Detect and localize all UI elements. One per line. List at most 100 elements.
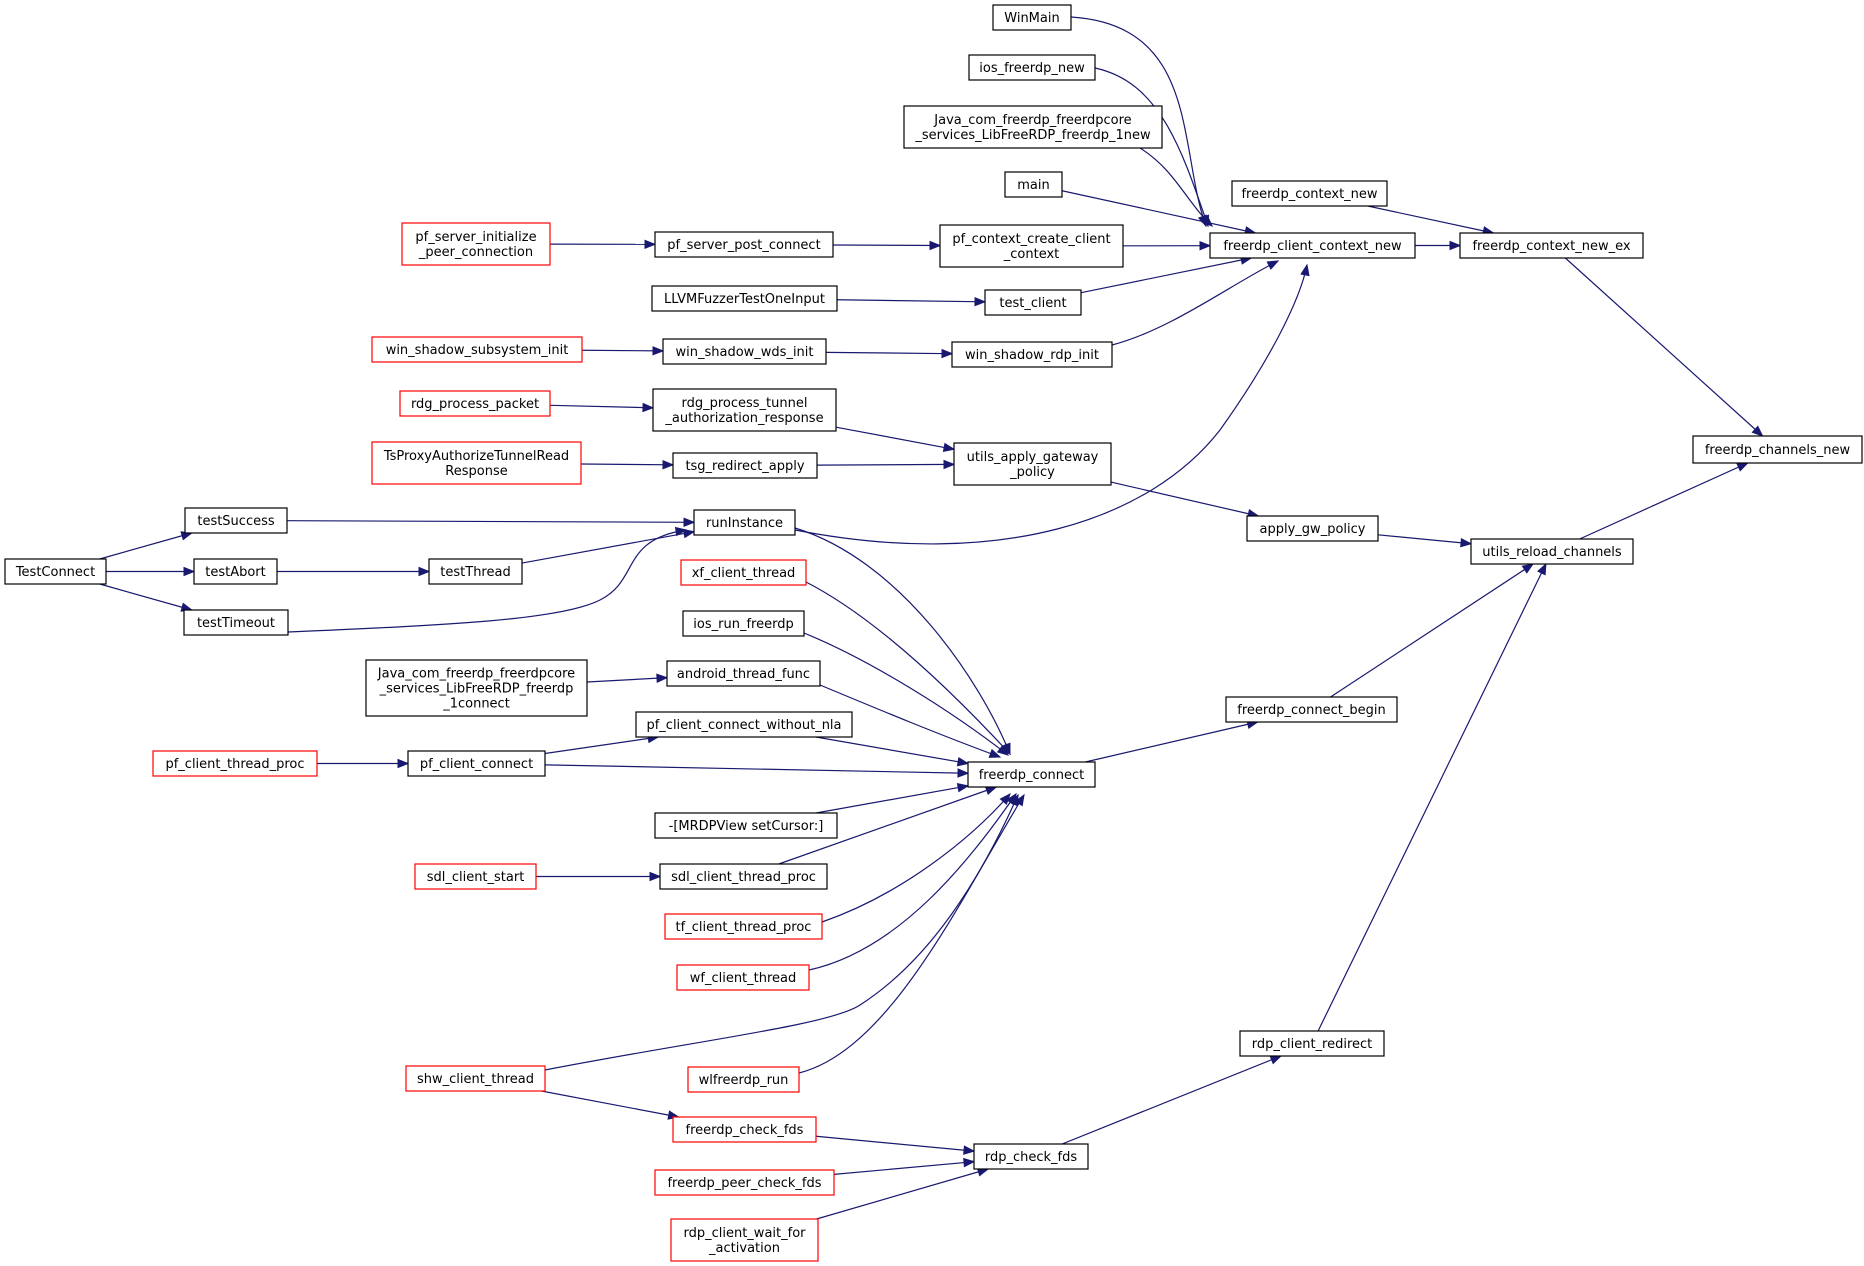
node-wf-client-thread[interactable]: wf_client_thread [676,964,810,991]
node-box[interactable] [1004,171,1063,198]
node-rdg-process-packet[interactable]: rdg_process_packet [399,390,551,417]
node-winmain[interactable]: WinMain [992,4,1072,31]
node-box[interactable] [968,54,1096,81]
node-box[interactable] [672,452,818,479]
node-tsg-redirect-apply[interactable]: tsg_redirect_apply [672,452,818,479]
node-pf-client-connect[interactable]: pf_client_connect [407,750,546,777]
node-box[interactable] [1239,1030,1385,1057]
node-freerdp-connect[interactable]: freerdp_connect [967,761,1096,788]
node-box[interactable] [371,441,582,485]
node-apply-gw-policy[interactable]: apply_gw_policy [1246,515,1379,542]
node-context-new-ex[interactable]: freerdp_context_new_ex [1459,232,1644,259]
node-box[interactable] [992,4,1072,31]
node-win-shadow-subsystem-init[interactable]: win_shadow_subsystem_init [371,336,583,363]
node-box[interactable] [676,964,810,991]
node-pf-server-init[interactable]: pf_server_initialize_peer_connection [401,222,551,266]
node-testthread[interactable]: testThread [428,558,523,585]
node-channels-new[interactable]: freerdp_channels_new [1692,435,1863,464]
node-box[interactable] [654,812,838,839]
node-gateway-policy[interactable]: utils_apply_gateway_policy [953,442,1112,486]
node-runinstance[interactable]: runInstance [693,509,796,536]
node-box[interactable] [365,659,588,717]
node-xf-client-thread[interactable]: xf_client_thread [680,559,807,586]
node-box[interactable] [371,336,583,363]
node-box[interactable] [659,863,828,890]
node-box[interactable] [428,558,523,585]
node-box[interactable] [953,442,1112,486]
node-testsuccess[interactable]: testSuccess [184,507,288,534]
node-box[interactable] [193,558,278,585]
node-box[interactable] [1470,538,1634,565]
node-box[interactable] [1231,180,1388,207]
node-testconnect[interactable]: TestConnect [4,558,107,585]
node-box[interactable] [984,289,1082,316]
node-box[interactable] [183,609,289,636]
node-box[interactable] [399,390,551,417]
node-box[interactable] [651,285,838,312]
node-pf-context-create[interactable]: pf_context_create_client_context [939,224,1124,268]
node-main[interactable]: main [1004,171,1063,198]
node-ios-run-freerdp[interactable]: ios_run_freerdp [682,610,805,637]
node-box[interactable] [1225,696,1398,723]
node-context-new[interactable]: freerdp_context_new [1231,180,1388,207]
node-box[interactable] [666,660,821,687]
node-rdp-client-redirect[interactable]: rdp_client_redirect [1239,1030,1385,1057]
node-peer-check-fds[interactable]: freerdp_peer_check_fds [654,1169,835,1196]
node-box[interactable] [405,1065,546,1092]
node-box[interactable] [414,863,537,890]
node-win-shadow-rdp-init[interactable]: win_shadow_rdp_init [951,341,1113,368]
node-sdl-client-thread-proc[interactable]: sdl_client_thread_proc [659,863,828,890]
node-ios-freerdp-new[interactable]: ios_freerdp_new [968,54,1096,81]
node-box[interactable] [635,711,853,738]
node-box[interactable] [903,105,1163,149]
node-java-new[interactable]: Java_com_freerdp_freerdpcore_services_Li… [903,105,1163,149]
node-sdl-client-start[interactable]: sdl_client_start [414,863,537,890]
node-mrdpview[interactable]: -[MRDPView setCursor:] [654,812,838,839]
node-box[interactable] [973,1143,1089,1170]
node-tf-client-thread-proc[interactable]: tf_client_thread_proc [664,913,823,940]
node-pf-connect-without-nla[interactable]: pf_client_connect_without_nla [635,711,853,738]
node-client-context-new[interactable]: freerdp_client_context_new [1209,232,1416,259]
node-llvm-fuzzer[interactable]: LLVMFuzzerTestOneInput [651,285,838,312]
node-testtimeout[interactable]: testTimeout [183,609,289,636]
node-android-thread-func[interactable]: android_thread_func [666,660,821,687]
node-box[interactable] [939,224,1124,268]
node-box[interactable] [672,1116,817,1143]
node-box[interactable] [662,338,827,365]
node-wait-for-activation[interactable]: rdp_client_wait_for_activation [670,1218,819,1262]
node-box[interactable] [184,507,288,534]
node-box[interactable] [654,1169,835,1196]
node-box[interactable] [1459,232,1644,259]
node-pf-server-post-connect[interactable]: pf_server_post_connect [654,231,834,258]
node-box[interactable] [967,761,1096,788]
node-reload-channels[interactable]: utils_reload_channels [1470,538,1634,565]
node-box[interactable] [4,558,107,585]
node-win-shadow-wds-init[interactable]: win_shadow_wds_init [662,338,827,365]
node-box[interactable] [401,222,551,266]
node-box[interactable] [682,610,805,637]
node-box[interactable] [1692,435,1863,464]
node-box[interactable] [670,1218,819,1262]
node-box[interactable] [951,341,1113,368]
node-box[interactable] [152,750,318,777]
node-testabort[interactable]: testAbort [193,558,278,585]
node-freerdp-check-fds[interactable]: freerdp_check_fds [672,1116,817,1143]
node-connect-begin[interactable]: freerdp_connect_begin [1225,696,1398,723]
node-box[interactable] [687,1066,800,1093]
node-java-connect[interactable]: Java_com_freerdp_freerdpcore_services_Li… [365,659,588,717]
node-box[interactable] [407,750,546,777]
node-pf-client-thread-proc[interactable]: pf_client_thread_proc [152,750,318,777]
node-test-client[interactable]: test_client [984,289,1082,316]
node-box[interactable] [1246,515,1379,542]
node-shw-client-thread[interactable]: shw_client_thread [405,1065,546,1092]
node-box[interactable] [1209,232,1416,259]
node-box[interactable] [680,559,807,586]
node-box[interactable] [664,913,823,940]
node-box[interactable] [693,509,796,536]
node-rdg-process-tunnel[interactable]: rdg_process_tunnel_authorization_respons… [652,388,837,432]
node-rdp-check-fds[interactable]: rdp_check_fds [973,1143,1089,1170]
node-box[interactable] [654,231,834,258]
node-box[interactable] [652,388,837,432]
node-wlfreerdp-run[interactable]: wlfreerdp_run [687,1066,800,1093]
